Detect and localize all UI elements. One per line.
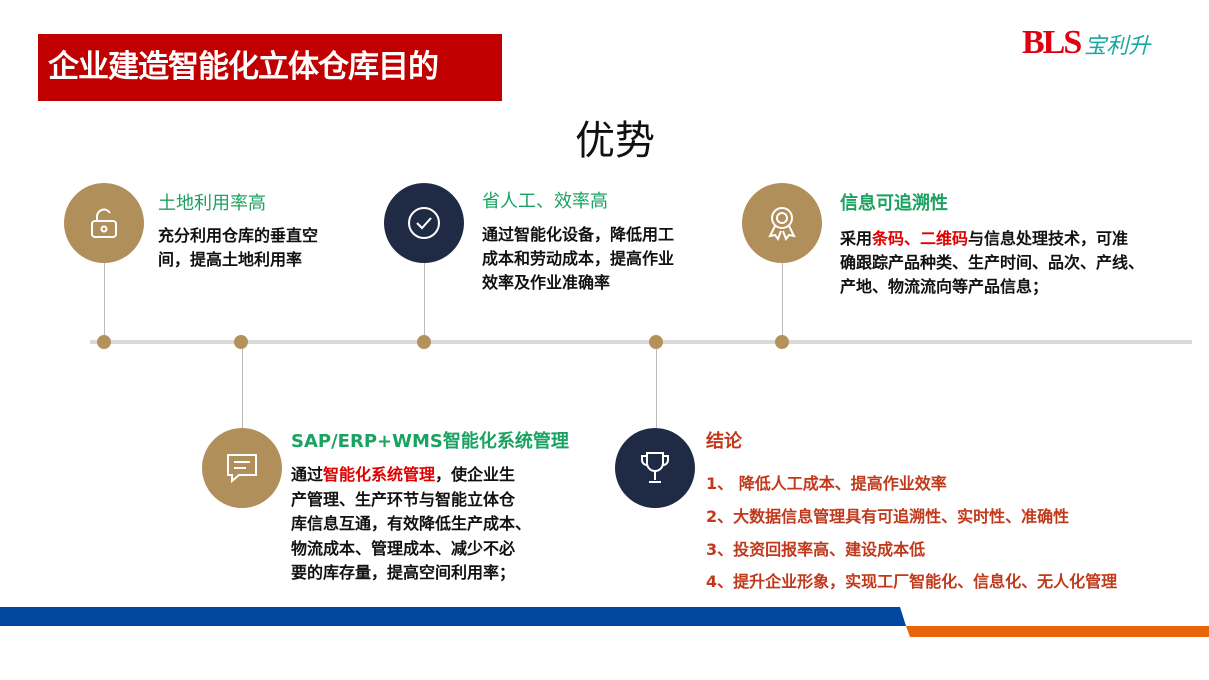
item-body-line: 间，提高土地利用率	[158, 250, 303, 269]
item-title: 信息可追溯性	[840, 193, 948, 214]
item-body-line: 库信息互通，有效降低生产成本、	[291, 514, 532, 533]
item-body-line: 要的库存量，提高空间利用率；	[291, 563, 516, 582]
item-body-line: 充分利用仓库的垂直空	[158, 226, 319, 245]
timeline-dot	[97, 335, 111, 349]
item-body-highlight: 条码、二维码	[872, 229, 969, 248]
connector	[656, 345, 657, 428]
item-body-text: 与信息处理技术，可准	[968, 229, 1129, 248]
connector	[242, 345, 243, 428]
item-title: 土地利用率高	[158, 193, 266, 214]
slide-title: 企业建造智能化立体仓库目的	[38, 34, 502, 101]
item-body-line: 产管理、生产环节与智能立体仓	[291, 489, 516, 509]
conclusion-point: 4、提升企业形象，实现工厂智能化、信息化、无人化管理	[706, 572, 1118, 591]
conclusion-point: 1、 降低人工成本、提高作业效率	[706, 474, 947, 493]
check-circle-icon	[384, 183, 464, 263]
timeline-dot	[775, 335, 789, 349]
item-body-line: 确跟踪产品种类、生产时间、品次、产线、	[840, 253, 1145, 272]
item-body-line: 物流成本、管理成本、减少不必	[291, 538, 516, 558]
item-body-text: ，使企业生	[435, 465, 516, 484]
timeline-dot	[649, 335, 663, 349]
trophy-icon	[615, 428, 695, 508]
section-heading: 优势	[575, 118, 655, 164]
unlock-icon	[64, 183, 144, 263]
chat-message-icon	[202, 428, 282, 508]
logo-chinese: 宝利升	[1084, 34, 1151, 59]
item-body-line: 产地、物流流向等产品信息；	[840, 277, 1049, 296]
item-title: 省人工、效率高	[482, 191, 608, 212]
item-body-text: 通过	[291, 465, 324, 484]
timeline-dot	[417, 335, 431, 349]
connector	[424, 263, 425, 338]
award-ribbon-icon	[742, 183, 822, 263]
footer-orange-bar	[906, 626, 1209, 637]
timeline-dot	[234, 335, 248, 349]
connector	[782, 263, 783, 338]
item-title: SAP/ERP+WMS智能化系统管理	[291, 431, 569, 452]
item-body-text: 采用	[840, 229, 873, 248]
footer-stripe	[0, 607, 1209, 637]
timeline-line	[90, 340, 1192, 344]
item-body-line: 成本和劳动成本，提高作业	[482, 249, 675, 268]
conclusion-point: 2、大数据信息管理具有可追溯性、实时性、准确性	[706, 507, 1070, 526]
footer-blue-bar	[0, 607, 906, 626]
conclusion-title: 结论	[706, 431, 742, 452]
item-body-line: 通过智能化设备，降低用工	[482, 225, 675, 244]
logo-latin: BLS	[1022, 24, 1082, 61]
item-body-highlight: 智能化系统管理	[323, 465, 436, 484]
connector	[104, 263, 105, 338]
item-body-line: 效率及作业准确率	[482, 273, 611, 292]
conclusion-point: 3、投资回报率高、建设成本低	[706, 540, 926, 559]
